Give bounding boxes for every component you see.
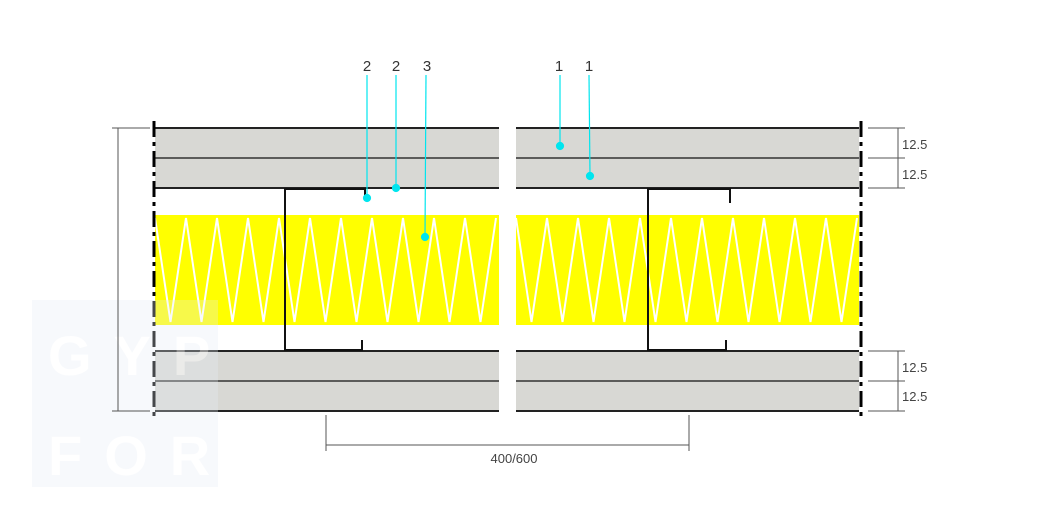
watermark: GYP FOR — [32, 300, 232, 487]
watermark-line2: FOR — [48, 424, 232, 487]
insulation — [154, 215, 859, 325]
watermark-line1: GYP — [48, 324, 232, 387]
label-1b: 1 — [585, 58, 593, 75]
dim-bottom-2: 12.5 — [902, 389, 927, 404]
dim-stud-spacing: 400/600 — [491, 451, 538, 466]
leaders — [362, 74, 595, 242]
gypsum-boards — [155, 127, 859, 412]
dim-top-2: 12.5 — [902, 167, 927, 182]
dim-top-1: 12.5 — [902, 137, 927, 152]
dim-bottom-1: 12.5 — [902, 360, 927, 375]
label-2a: 2 — [363, 58, 371, 75]
label-3: 3 — [423, 58, 431, 75]
label-1a: 1 — [555, 58, 563, 75]
stud-right — [647, 188, 731, 351]
break-lines — [152, 121, 863, 421]
label-2b: 2 — [392, 58, 400, 75]
insulation-zigzag — [515, 217, 858, 323]
stud-left — [284, 188, 366, 351]
studs — [284, 188, 731, 351]
insulation-zigzag — [154, 217, 497, 323]
dimensions — [112, 127, 905, 451]
